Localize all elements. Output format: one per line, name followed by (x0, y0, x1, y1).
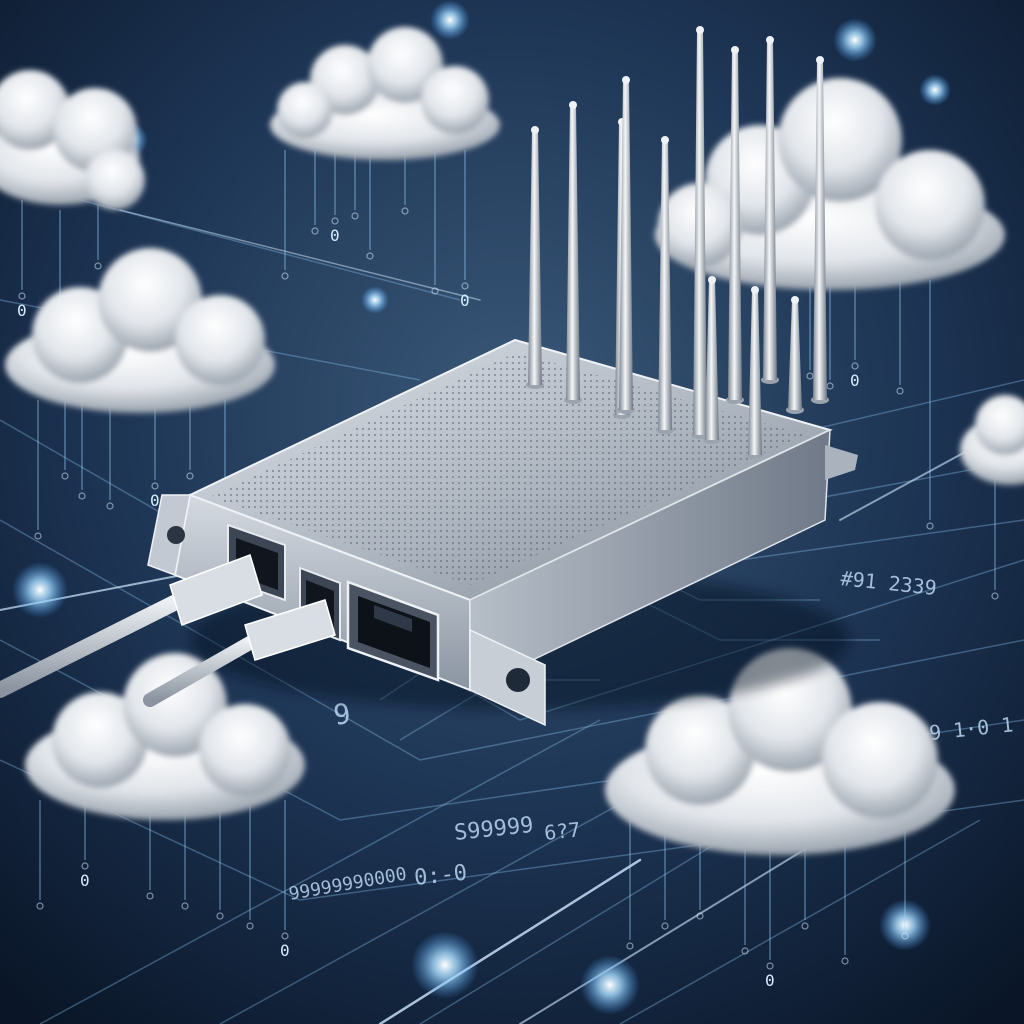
data-bead (741, 947, 749, 955)
floor-text-5: 9 (331, 697, 352, 732)
cloud-mid-right (960, 395, 1024, 485)
cloud-top-right (655, 78, 1005, 290)
ethernet-cable-2 (143, 599, 336, 707)
data-digit: 0 (280, 941, 290, 960)
data-bead (78, 492, 86, 500)
data-bead (661, 922, 669, 930)
antenna (564, 101, 582, 404)
data-bead (81, 862, 89, 870)
mount-hole-icon (167, 526, 185, 544)
cloud-mid-left (5, 248, 275, 413)
antenna (656, 136, 674, 434)
antenna (726, 46, 744, 404)
antenna (526, 126, 544, 389)
data-bead (351, 212, 359, 220)
data-bead (991, 592, 999, 600)
antenna (746, 286, 764, 459)
data-bead (18, 292, 26, 300)
cloud-top-left (0, 70, 145, 210)
data-bead (366, 252, 374, 260)
data-digit: 0 (460, 291, 470, 310)
data-bead (801, 922, 809, 930)
data-bead (766, 962, 774, 970)
data-bead (216, 912, 224, 920)
router (0, 26, 858, 727)
cloud-top-center (270, 27, 500, 160)
data-bead (61, 472, 69, 480)
antenna-array (526, 26, 829, 459)
data-bead (181, 902, 189, 910)
data-bead (94, 262, 102, 270)
cloud-bottom-left (25, 653, 305, 820)
data-bead (246, 922, 254, 930)
data-digit: 0 (850, 371, 860, 390)
floor-text-2: 0:-0 (413, 861, 468, 891)
antenna (617, 76, 635, 414)
data-bead (926, 522, 934, 530)
data-bead (896, 387, 904, 395)
data-bead (826, 382, 834, 390)
ethernet-port-3[interactable] (346, 580, 440, 682)
data-rain: 0 0 0 0 0 0 0 0 (17, 150, 999, 990)
ethernet-cable-1 (0, 554, 263, 698)
antenna (761, 36, 779, 384)
data-bead (281, 272, 289, 280)
data-bead (331, 217, 339, 225)
data-bead (806, 372, 814, 380)
data-bead (151, 482, 159, 490)
data-bead (626, 942, 634, 950)
data-bead (696, 912, 704, 920)
data-bead (851, 362, 859, 370)
data-bead (106, 502, 114, 510)
data-bead (146, 892, 154, 900)
antenna (691, 26, 709, 439)
data-bead (401, 207, 409, 215)
data-bead (34, 532, 42, 540)
data-digit: 0 (150, 491, 160, 510)
data-bead (901, 932, 909, 940)
mount-hole-icon (506, 668, 530, 692)
data-digit: 0 (80, 871, 90, 890)
floor-text-3: 6?7 (543, 817, 581, 845)
data-bead (311, 227, 319, 235)
antenna (786, 296, 804, 414)
data-bead (841, 957, 849, 965)
antenna (811, 56, 829, 404)
data-digit: 0 (17, 301, 27, 320)
data-bead (36, 902, 44, 910)
data-bead (186, 472, 194, 480)
data-digit: 0 (330, 226, 340, 245)
antenna (703, 276, 721, 444)
data-bead (431, 287, 439, 295)
data-bead (461, 282, 469, 290)
data-bead (281, 932, 289, 940)
data-digit: 0 (765, 971, 775, 990)
